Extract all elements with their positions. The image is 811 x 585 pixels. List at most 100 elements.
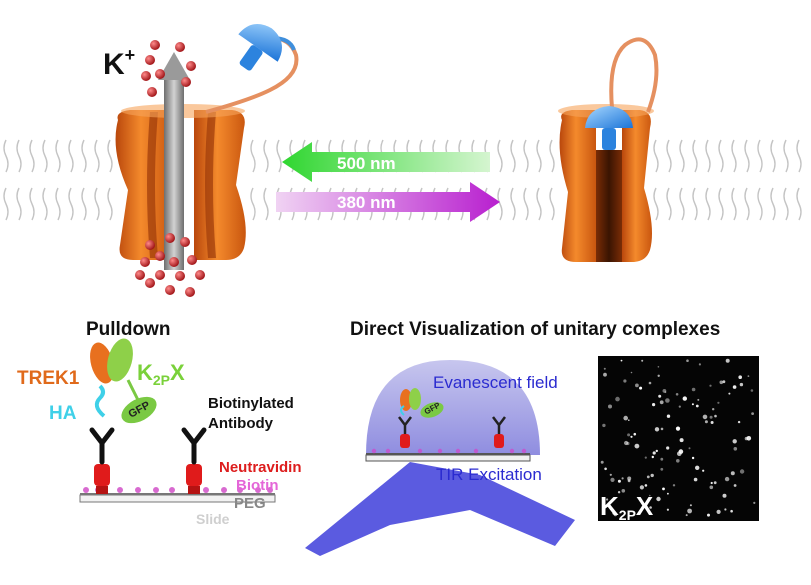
slide-label: Slide	[196, 511, 230, 527]
lipid-tail-lower	[16, 187, 22, 221]
fluorescent-spot	[676, 459, 680, 463]
fluorescent-spot	[733, 447, 738, 451]
slide	[79, 493, 276, 503]
fluorescent-spot	[662, 487, 665, 491]
fluorescent-spot	[600, 460, 604, 464]
biotin-dot	[521, 448, 527, 454]
potassium-flux-arrow	[158, 52, 190, 270]
fluorescent-spot	[627, 433, 631, 437]
fluorescent-spot	[710, 481, 713, 485]
lipid-tail-upper	[731, 139, 737, 173]
lipid-tail-upper	[666, 139, 672, 173]
fluorescent-spot	[724, 476, 730, 482]
potassium-ion	[155, 270, 165, 280]
fluorescent-spot	[646, 475, 650, 479]
biotin-label: Biotin	[236, 477, 279, 494]
lipid-tail-lower	[783, 187, 789, 221]
fluorescent-spot	[750, 389, 754, 392]
potassium-ion	[145, 55, 155, 65]
pulldown-title: Pulldown	[86, 319, 171, 340]
fluorescent-spot	[623, 415, 628, 421]
photoswitch-tether-right	[609, 37, 659, 113]
potassium-ions	[135, 40, 205, 297]
fluorescent-spot	[730, 509, 733, 513]
fluorescent-spot	[634, 443, 640, 449]
potassium-ion	[185, 287, 195, 297]
fluorescent-spot	[722, 493, 727, 498]
biotin-dot	[385, 448, 391, 454]
lipid-tail-lower	[263, 187, 269, 221]
lipid-tail-upper	[16, 139, 22, 173]
fluorescent-spot	[666, 446, 670, 450]
fluorescent-spot	[652, 403, 656, 407]
fluorescent-spot	[657, 366, 660, 368]
fluorescent-spot	[666, 414, 671, 418]
fluorescent-spot	[665, 398, 670, 403]
fluorescent-spot	[679, 438, 684, 443]
fluorescent-spot	[633, 432, 637, 436]
lipid-tail-lower	[705, 187, 711, 221]
lipid-tail-lower	[107, 187, 113, 221]
lipid-tail-lower	[42, 187, 48, 221]
potassium-ion	[187, 255, 197, 265]
fluorescent-spot	[660, 427, 664, 431]
fluorescent-spot	[603, 372, 607, 377]
fluorescent-spot	[713, 481, 717, 485]
tir-beam	[305, 462, 575, 556]
fluorescent-spot	[623, 379, 627, 383]
fluorescent-spot	[691, 403, 694, 406]
fluorescent-spot	[662, 389, 667, 393]
open-channel	[115, 104, 246, 260]
biotin-dot	[417, 448, 423, 454]
fluorescent-spot	[728, 392, 731, 395]
fluorescent-spot	[652, 451, 656, 455]
fluorescent-spot	[660, 457, 664, 461]
fluorescent-spot	[732, 385, 737, 389]
fluorescent-spot	[630, 435, 633, 438]
fluorescent-spot	[654, 427, 660, 432]
fluorescent-spot	[725, 358, 730, 363]
fluorescent-spot	[628, 419, 630, 422]
fluorescent-spot	[739, 382, 744, 387]
biotin-dot	[153, 487, 159, 493]
potassium-ion	[181, 77, 191, 87]
biotin-dot	[117, 487, 123, 493]
fluorescent-spot	[667, 492, 669, 495]
potassium-ion	[155, 69, 165, 79]
neutravidin-right	[186, 464, 202, 494]
potassium-ion	[165, 233, 175, 243]
lipid-tail-lower	[536, 187, 542, 221]
fluorescent-spot	[689, 504, 692, 507]
fluorescent-spot	[698, 363, 702, 366]
lipid-tail-upper	[276, 139, 282, 173]
lipid-tail-lower	[770, 187, 776, 221]
fluorescent-spot	[656, 496, 661, 502]
magenta-arrow	[276, 182, 500, 222]
lipid-tail-upper	[757, 139, 763, 173]
k2px-image-label: K2PX	[600, 491, 654, 523]
lipid-tail-upper	[510, 139, 516, 173]
blocker-cap-right	[585, 106, 633, 150]
fluorescent-spot	[639, 386, 643, 390]
fluorescent-spot	[649, 506, 652, 509]
tir-excitation-label: TIR Excitation	[436, 465, 542, 484]
fluorescent-spot	[686, 359, 689, 363]
tirf-biotins	[371, 448, 527, 454]
fluorescent-spot	[627, 476, 632, 481]
fluorescent-spot	[621, 489, 626, 493]
potassium-label: K+	[103, 45, 136, 81]
fluorescent-spot	[685, 514, 688, 517]
fluorescent-spot	[688, 447, 691, 450]
biotin-dot	[135, 487, 141, 493]
potassium-ion	[141, 71, 151, 81]
lipid-tail-upper	[29, 139, 35, 173]
biotin-dot	[473, 448, 479, 454]
fluorescent-spot	[716, 509, 721, 514]
lipid-tail-lower	[718, 187, 724, 221]
fluorescent-spot	[678, 405, 681, 408]
tirf-complex-right	[492, 416, 506, 448]
fluorescent-spot	[666, 508, 670, 511]
biotin-dot	[221, 487, 227, 493]
